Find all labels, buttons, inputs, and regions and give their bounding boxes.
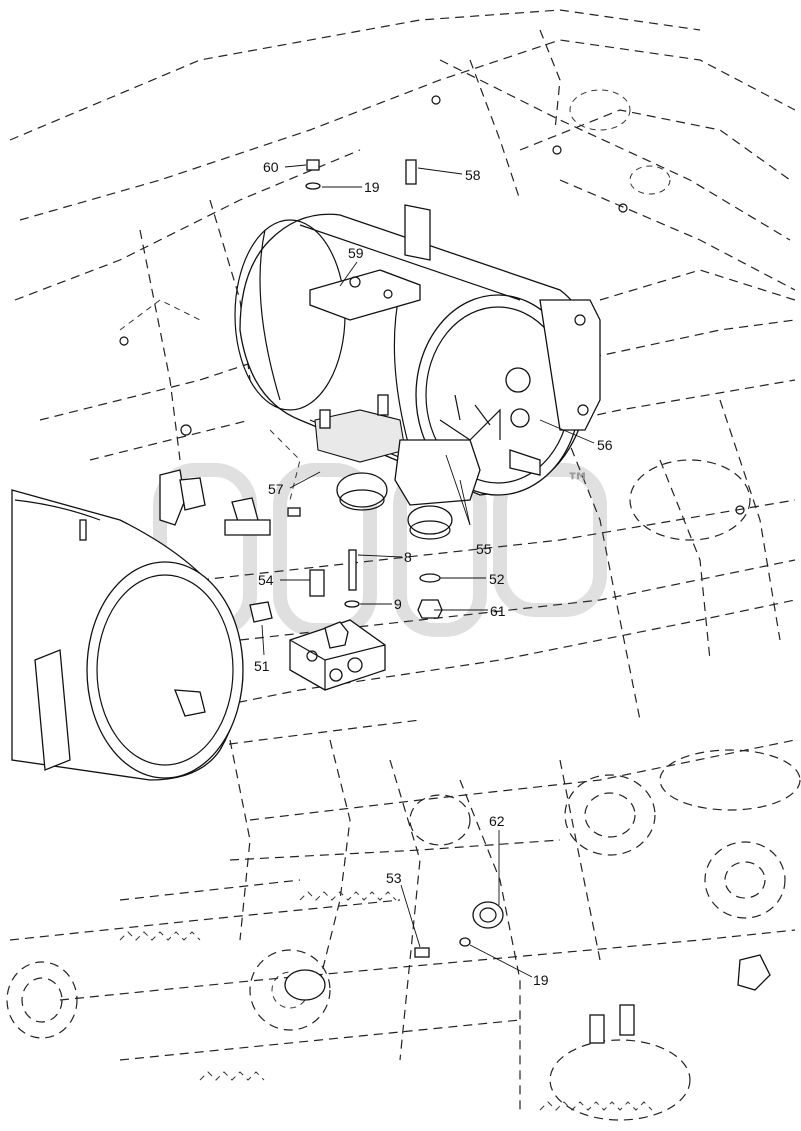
callout-51: 51 xyxy=(254,658,270,674)
watermark-mark: ™ xyxy=(566,468,590,496)
callout-61: 61 xyxy=(490,603,506,619)
callout-59: 59 xyxy=(348,245,364,261)
lower-fittings xyxy=(284,901,771,1044)
callout-56: 56 xyxy=(597,437,613,453)
callout-55: 55 xyxy=(476,541,492,557)
callout-9: 9 xyxy=(394,596,402,612)
callout-19-lower: 19 xyxy=(533,972,549,988)
callout-53: 53 xyxy=(386,870,402,886)
leader-lines xyxy=(261,164,595,978)
callout-62: 62 xyxy=(489,813,505,829)
callout-58: 58 xyxy=(465,167,481,183)
callout-8: 8 xyxy=(404,549,412,565)
callout-60: 60 xyxy=(263,159,279,175)
callout-57: 57 xyxy=(268,481,284,497)
callout-52: 52 xyxy=(489,571,505,587)
chassis-outline xyxy=(6,9,801,1121)
hose-fittings-left xyxy=(159,469,301,536)
callout-54: 54 xyxy=(258,572,274,588)
callout-labels: 60 19 58 59 56 57 55 8 54 52 9 61 51 62 … xyxy=(254,159,613,988)
small-hardware xyxy=(119,95,745,515)
valve-assembly xyxy=(314,394,501,540)
callout-19-upper: 19 xyxy=(364,179,380,195)
air-tank-left xyxy=(11,489,244,781)
